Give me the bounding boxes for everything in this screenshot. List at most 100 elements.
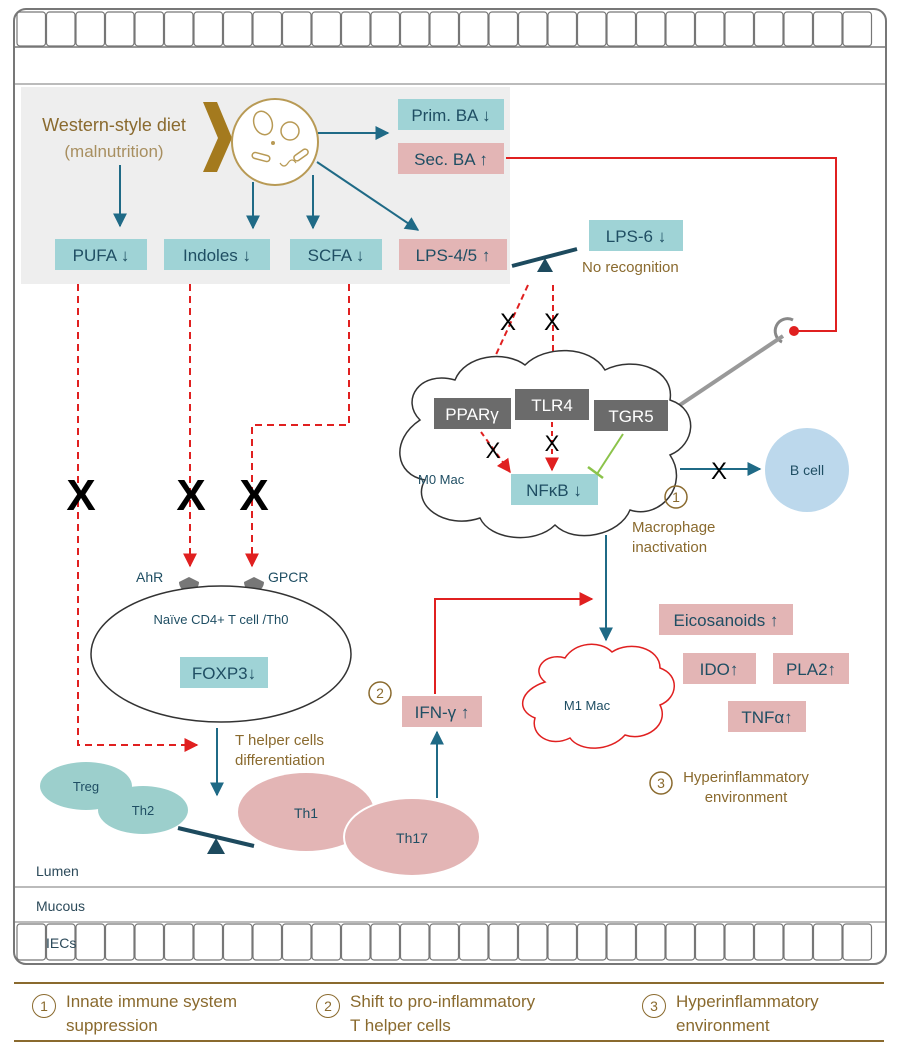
m1-macrophage-cloud [521,643,675,749]
epithelial-cell [606,923,637,961]
marker-1-number: 1 [672,489,680,505]
naive-tcell [90,585,352,723]
naive-tcell-label: Naïve CD4+ T cell /Th0 [154,612,289,627]
epithelial-cell [281,11,312,47]
sec-ba-box [398,143,504,174]
iecs-label: IECs [46,935,76,951]
lumen-label: Lumen [36,863,79,879]
secba-end-dot [789,326,799,336]
epithelial-cell [16,11,47,47]
prim-ba-label: Prim. BA ↓ [411,106,490,125]
ppar-box [434,398,511,429]
epithelial-cell [783,11,814,47]
legend: 1 Innate immune system suppression 2 Shi… [14,982,884,1042]
lps45-box [399,239,507,270]
seesaw-bottom-fulcrum [207,838,225,854]
tgr5-stalk [663,334,785,417]
block-x-scfa: X [239,471,268,520]
chevron-icon [203,102,232,172]
epithelial-cell [104,11,135,47]
m0-macrophage-cloud [399,349,692,539]
indoles-label: Indoles ↓ [183,246,251,265]
dash-lps-ppar [486,284,529,374]
epithelial-cell [458,923,489,961]
epithelial-cell [45,923,76,961]
epithelial-cell [753,11,784,47]
diet-subtitle: (malnutrition) [64,142,163,161]
arrow-microbe-lps45 [316,161,420,231]
b-cell [765,428,849,512]
foxp3-box [180,657,268,688]
epithelial-cell [694,11,725,47]
epithelial-cell [104,923,135,961]
pufa-label: PUFA ↓ [73,246,130,265]
th1-cell [238,773,374,851]
epithelial-cell [311,923,342,961]
epithelial-cell [842,923,873,961]
th2-label: Th2 [132,803,154,818]
epithelial-cell [576,11,607,47]
epithelial-cell [311,11,342,47]
b-cell-label: B cell [790,462,824,478]
epithelial-cell [635,923,666,961]
epithelial-cell [340,11,371,47]
tgr5-inhibit-bar [587,465,604,480]
tnf-box [728,701,806,732]
th17-cell [343,797,481,877]
epithelial-cell [753,923,784,961]
lps6-box [589,220,683,251]
epithelial-cell [281,923,312,961]
bottom-epithelium [16,923,873,961]
eicosanoids-box [659,604,793,635]
epithelial-cell [812,923,843,961]
block-x-lps-tlr4: X [544,309,560,336]
epithelial-cell [370,11,401,47]
epithelial-cell [75,923,106,961]
marker-2-number: 2 [376,685,384,701]
epithelial-cell [429,923,460,961]
epithelial-cell [252,11,283,47]
legend-number-2: 2 [316,994,340,1018]
legend-item-3: 3 Hyperinflammatory environment [642,990,900,1038]
nfkb-box [511,474,598,505]
epithelial-cell [458,11,489,47]
ifn-label: IFN-γ ↑ [415,703,470,722]
ifn-box [402,696,482,727]
epithelial-cell [517,923,548,961]
lps45-label: LPS-4/5 ↑ [416,246,491,265]
block-x-indoles: X [176,471,205,520]
treg-label: Treg [73,779,99,794]
legend-number-1: 1 [32,994,56,1018]
epithelial-cell [606,11,637,47]
m1-label: M1 Mac [564,698,611,713]
lps6-label: LPS-6 ↓ [606,227,666,246]
epithelial-cell [399,923,430,961]
epithelial-cell [547,11,578,47]
pla2-box [773,653,849,684]
epithelial-cell [163,11,194,47]
epithelial-cell [842,11,873,47]
legend-text-1: Innate immune system suppression [66,992,238,1035]
tlr4-label: TLR4 [531,396,573,415]
seesaw-top-fulcrum [537,258,553,272]
tgr5-box [594,400,668,431]
epithelial-cell [75,11,106,47]
epithelial-cell [193,923,224,961]
tgr5-inhibit-line [596,433,624,475]
block-x-tlr4-nfkb: X [545,431,560,456]
scfa-label: SCFA ↓ [308,246,365,265]
tlr4-box [515,389,589,420]
seesaw-bottom-beam [177,826,255,848]
mucous-label: Mucous [36,898,85,914]
prim-ba-box [398,99,504,130]
bacteria-icon [231,98,319,186]
epithelial-cell [370,923,401,961]
epithelial-cell [724,923,755,961]
epithelial-cell [193,11,224,47]
epithelial-cell [547,923,578,961]
epithelial-cell [134,11,165,47]
epithelial-cell [665,923,696,961]
